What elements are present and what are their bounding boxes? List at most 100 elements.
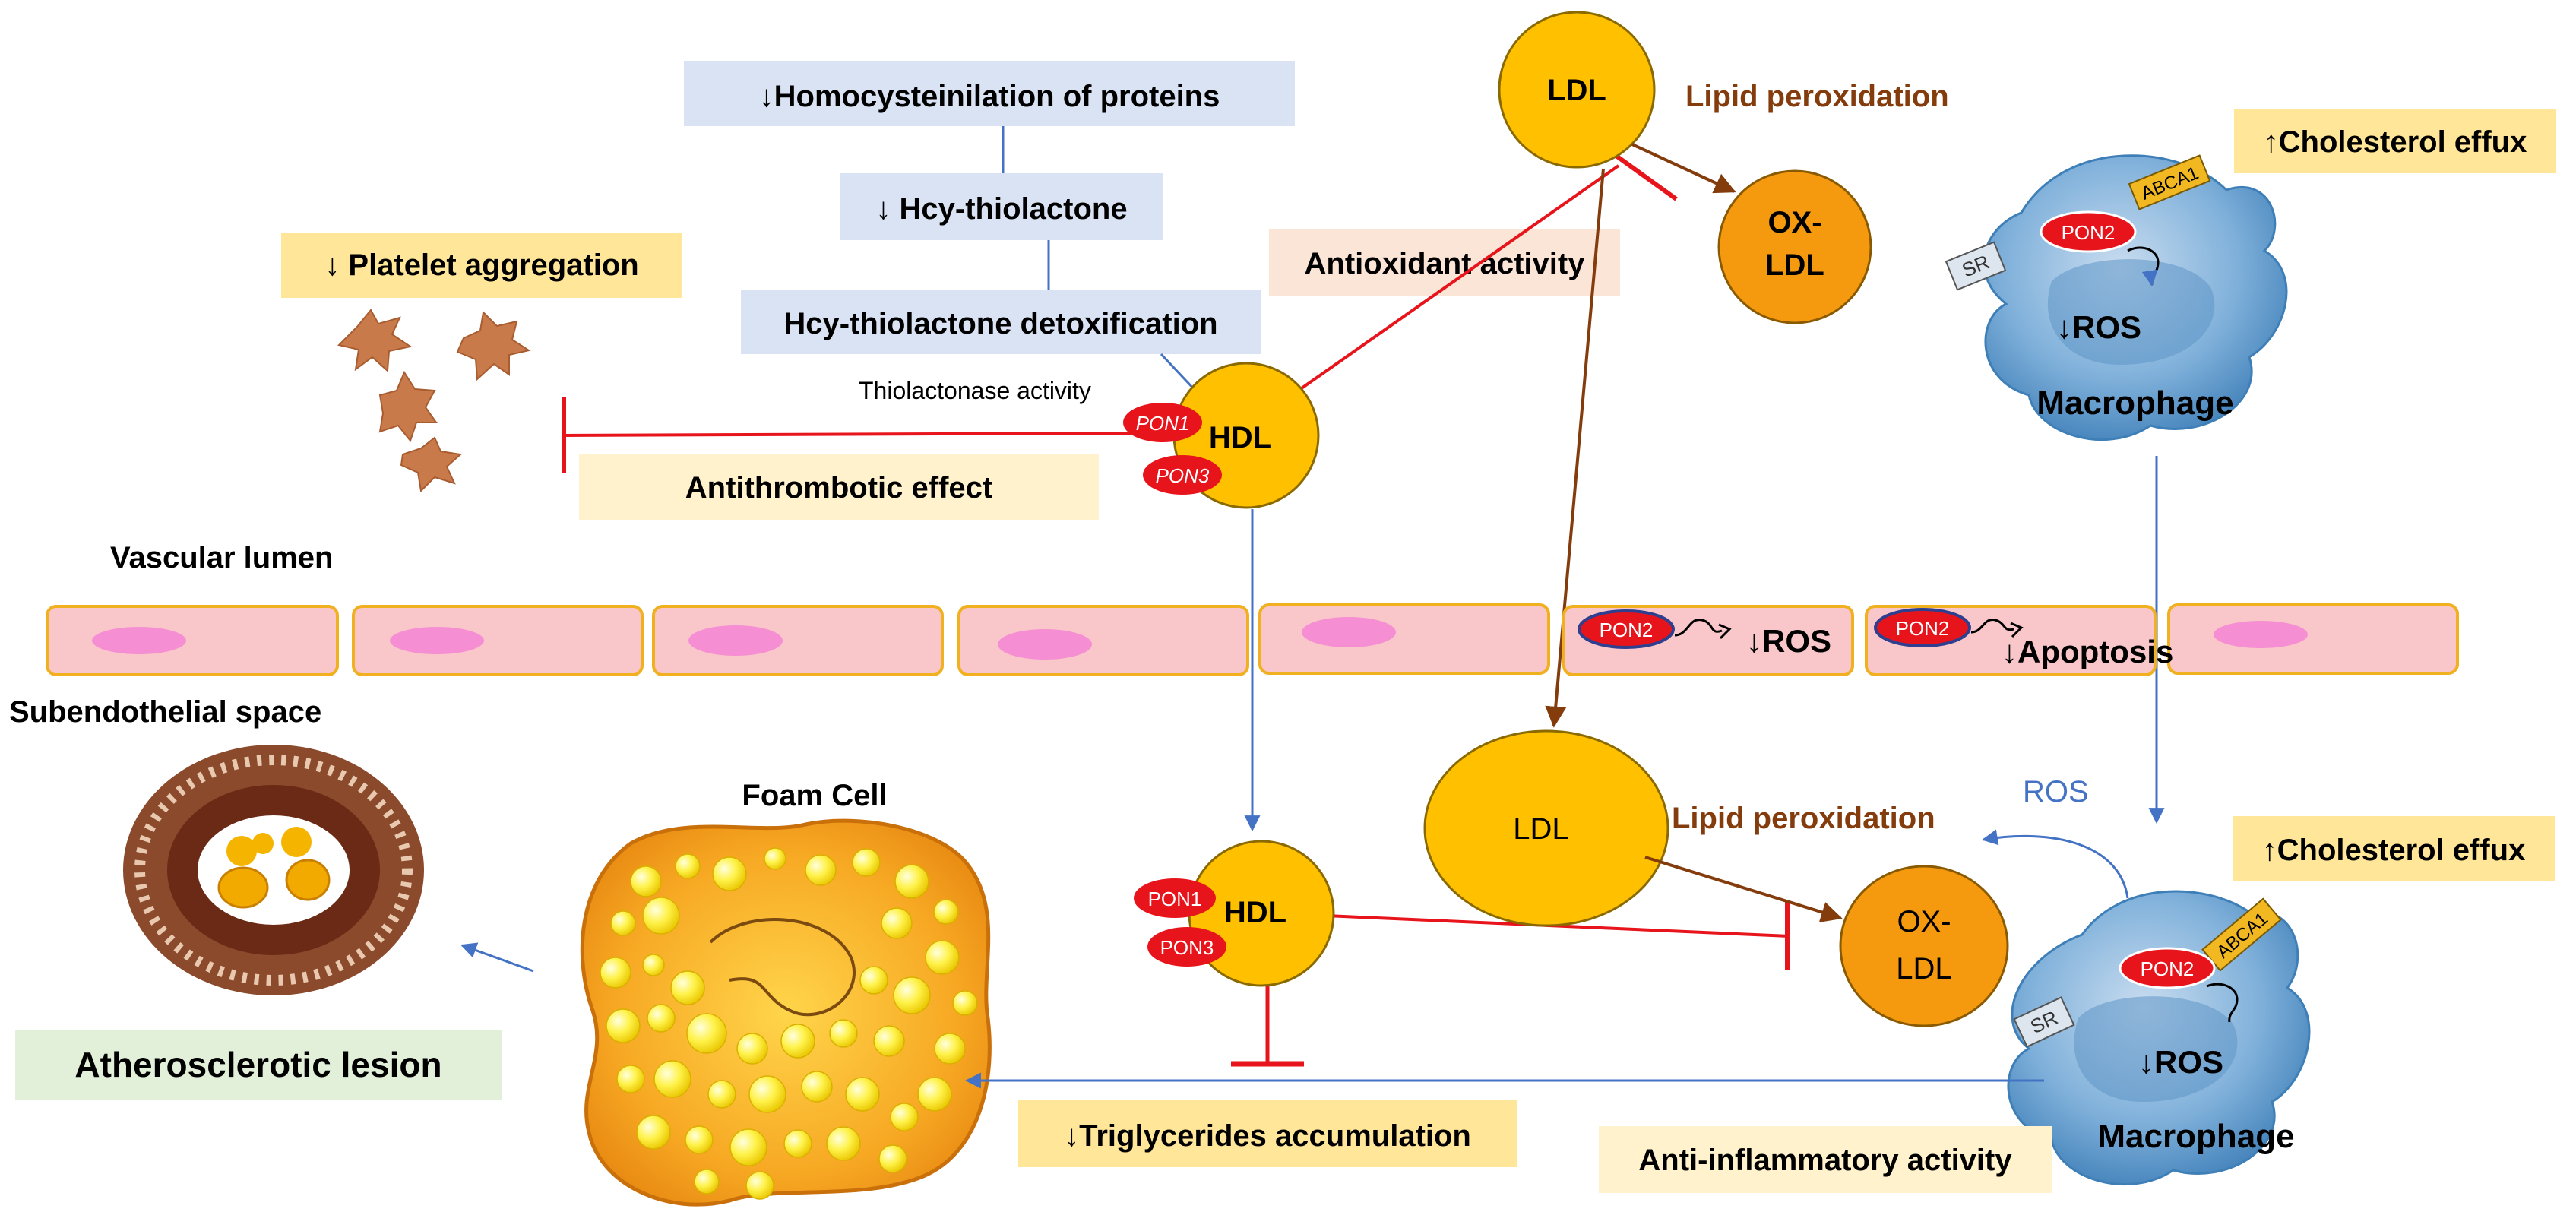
endothelial-cell-3 <box>652 605 944 676</box>
endothelial-cell-1 <box>46 605 339 676</box>
lipid-droplet <box>893 976 931 1014</box>
arrow-ldl-to-oxldl-bottom <box>1644 856 1843 922</box>
ros-label: ROS <box>2023 775 2089 809</box>
atherosclerotic-lesion-text: Atherosclerotic lesion <box>74 1045 441 1084</box>
lipid-droplet <box>606 1008 641 1043</box>
cholesterol-efflux-top-text: ↑Cholesterol effux <box>2264 125 2527 159</box>
macrophage-bottom-nucleus <box>2074 996 2238 1102</box>
lipid-droplet <box>764 847 786 870</box>
thiolactonase-label: Thiolactonase activity <box>859 377 1091 404</box>
lipid-droplet <box>642 954 665 976</box>
pon1-bottom-label: PON1 <box>1148 888 1202 910</box>
hcy-detox-text: Hcy-thiolactone detoxification <box>783 307 1217 340</box>
lipid-droplet <box>642 897 680 935</box>
ldl-bottom: LDL <box>1423 729 1669 927</box>
pon1-top: PON1 <box>1123 403 1202 442</box>
arrow-ldl-to-oxldl-top <box>1631 143 1736 194</box>
cholesterol-efflux-bottom-box: ↑Cholesterol effux <box>2233 816 2555 881</box>
pon2-endothelial-apoptosis-label: PON2 <box>1896 617 1950 640</box>
lipid-droplet <box>878 1144 907 1173</box>
lipid-droplet <box>636 1115 671 1150</box>
pon3-bottom: PON3 <box>1147 927 1226 967</box>
platelets-illustration <box>337 309 531 493</box>
lipid-droplet <box>780 1024 815 1059</box>
platelet-3 <box>378 370 438 443</box>
lipid-droplet <box>653 1060 691 1098</box>
lipid-droplet <box>801 1071 833 1103</box>
antioxidant-box: Antioxidant activity <box>1269 229 1620 296</box>
pon2-endothelial-ros: PON2 ↓ROS <box>1578 609 1831 659</box>
down-ros-bottom: ↓ROS <box>2138 1044 2223 1080</box>
lipid-droplet <box>616 1065 645 1093</box>
lipid-droplet <box>881 907 913 939</box>
connector-detox-to-hdl <box>1160 353 1198 394</box>
endothelial-layer <box>46 603 2459 676</box>
ox-ldl-top-line2: LDL <box>1765 248 1824 282</box>
lipid-droplet <box>859 966 888 995</box>
lipid-droplet <box>852 848 881 877</box>
platelet-4 <box>400 436 463 493</box>
anti-inflammatory-text: Anti-inflammatory activity <box>1638 1144 2012 1177</box>
antithrombotic-text: Antithrombotic effect <box>685 471 992 505</box>
ldl-top: LDL <box>1498 11 1656 169</box>
lipid-droplet <box>675 853 701 879</box>
lipid-droplet <box>826 1126 861 1161</box>
pon2-top-label: PON2 <box>2062 221 2116 244</box>
ox-ldl-bottom-line2: LDL <box>1896 952 1951 986</box>
arrow-ros-to-lipid-peroxidation <box>1981 829 2129 899</box>
pon2-endothelial-apoptosis: PON2 ↓Apoptosis <box>1874 608 2173 669</box>
ox-ldl-top-line1: OX- <box>1767 206 1821 239</box>
pon2-endothelial-ros-squiggle <box>1674 619 1723 637</box>
lipid-droplet <box>707 1080 736 1109</box>
pon1-top-label: PON1 <box>1136 412 1190 435</box>
pon1-bottom: PON1 <box>1134 878 1216 918</box>
subendothelial-space-label: Subendothelial space <box>9 695 321 729</box>
lipid-droplet <box>894 864 929 899</box>
lipid-droplet <box>748 1075 786 1113</box>
down-ros-top: ↓ROS <box>2056 309 2141 345</box>
lipid-droplet <box>736 1033 768 1065</box>
inhibition-line-antithrombotic <box>563 432 1141 437</box>
lipid-droplet <box>729 1128 767 1166</box>
lipid-droplet <box>805 854 837 886</box>
lipid-droplet <box>873 1025 905 1057</box>
cholesterol-efflux-bottom-text: ↑Cholesterol effux <box>2262 834 2526 867</box>
foam-cell-lipid-droplets <box>600 847 978 1200</box>
triglycerides-text: ↓Triglycerides accumulation <box>1064 1119 1471 1153</box>
lipid-droplet <box>685 1125 714 1154</box>
sr-top: SR <box>1945 241 2007 291</box>
antithrombotic-box: Antithrombotic effect <box>579 454 1099 520</box>
lipid-droplet <box>686 1013 727 1054</box>
lipid-droplet <box>610 910 636 936</box>
cholesterol-efflux-top-box: ↑Cholesterol effux <box>2234 109 2556 173</box>
endothelial-cell-5 <box>1258 603 1550 675</box>
artery-cross-section <box>123 745 424 995</box>
lipid-droplet <box>745 1171 774 1200</box>
foam-cell-nucleus <box>709 918 856 1017</box>
pon3-bottom-label: PON3 <box>1160 936 1214 959</box>
lipid-droplet <box>600 957 631 989</box>
platelet-aggregation-box: ↓ Platelet aggregation <box>281 233 682 298</box>
ldl-bottom-label: LDL <box>1513 812 1568 846</box>
lipid-droplet <box>845 1077 880 1112</box>
lipid-peroxidation-bottom: Lipid peroxidation <box>1672 802 1935 835</box>
platelet-1 <box>337 309 413 373</box>
platelet-2 <box>456 310 531 381</box>
hdl-bottom: HDL <box>1188 840 1335 987</box>
macrophage-top-label: Macrophage <box>2036 384 2233 422</box>
arrow-foamcell-to-lesion <box>460 942 534 973</box>
platelet-aggregation-text: ↓ Platelet aggregation <box>324 248 638 282</box>
anti-inflammatory-box: Anti-inflammatory activity <box>1599 1126 2052 1193</box>
pon2-endothelial-apoptosis-arrowhead <box>2010 622 2024 638</box>
hdl-top-label: HDL <box>1209 421 1271 454</box>
ox-ldl-top: OX- LDL <box>1717 169 1872 324</box>
lipid-droplet <box>933 899 959 925</box>
ox-ldl-bottom: OX- LDL <box>1839 865 2009 1027</box>
lipid-droplet <box>670 970 705 1005</box>
macrophage-bottom-label: Macrophage <box>2097 1118 2294 1155</box>
lipid-droplet <box>829 1019 858 1048</box>
ldl-top-label: LDL <box>1547 74 1606 107</box>
lipid-peroxidation-top: Lipid peroxidation <box>1685 80 1949 113</box>
down-ros-endothelial: ↓ROS <box>1746 623 1831 659</box>
